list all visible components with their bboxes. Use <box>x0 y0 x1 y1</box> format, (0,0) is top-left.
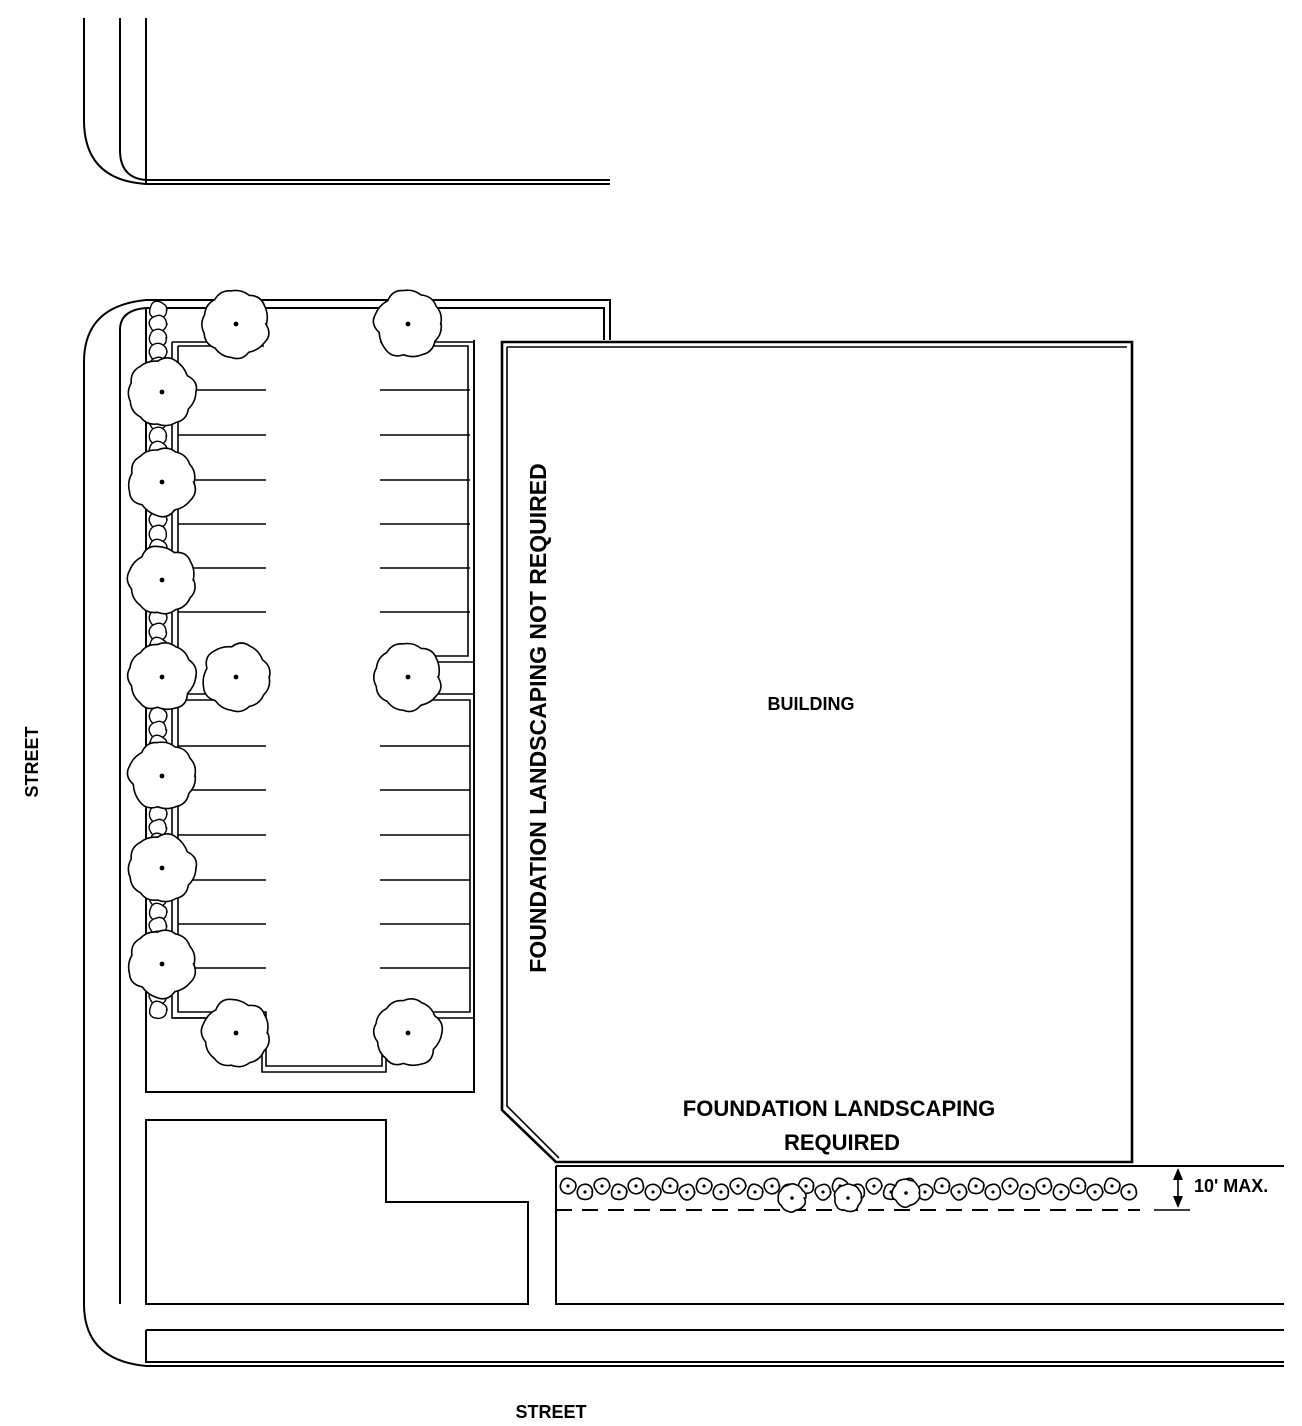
shrub-icon <box>1069 1177 1087 1195</box>
shrub-icon <box>644 1183 662 1201</box>
large-shrub-icon <box>833 1183 863 1213</box>
tree-icon <box>127 929 197 1000</box>
shrub-icon <box>933 1177 951 1195</box>
shrub-icon <box>1035 1177 1053 1195</box>
west-street-label: STREET <box>22 726 42 797</box>
large-shrub-icon <box>891 1178 921 1209</box>
shrub-icon <box>576 1183 594 1201</box>
tree-icon <box>201 289 270 360</box>
foundation-not-required-label: FOUNDATION LANDSCAPING NOT REQUIRED <box>525 463 551 972</box>
foundation-required-label-line1: FOUNDATION LANDSCAPING <box>683 1096 995 1121</box>
shrub-icon <box>729 1177 748 1195</box>
shrub-icon <box>1086 1183 1104 1201</box>
shrub-icon <box>695 1177 713 1195</box>
lower-left-parcel <box>145 1119 529 1305</box>
tree-icon <box>126 545 196 615</box>
shrub-icon <box>593 1177 612 1195</box>
foundation-required-label-line2: REQUIRED <box>784 1130 900 1155</box>
building-footprint <box>500 340 1134 1164</box>
shrub-icon <box>763 1177 781 1195</box>
shrub-icon <box>746 1183 764 1201</box>
dimension-label: 10' MAX. <box>1194 1176 1268 1196</box>
foundation-shrubs <box>559 1177 1138 1213</box>
shrub-icon <box>1120 1183 1138 1201</box>
west-street-curb <box>83 299 611 1304</box>
tree-icon <box>372 289 443 358</box>
hedge-shrub-icon <box>148 1000 168 1020</box>
shrub-icon <box>627 1177 645 1195</box>
south-street-label: STREET <box>515 1402 586 1422</box>
trees <box>126 289 444 1068</box>
shrub-icon <box>661 1177 679 1194</box>
shrub-icon <box>1103 1177 1121 1195</box>
shrub-icon <box>678 1183 696 1201</box>
tree-icon <box>127 356 198 427</box>
tree-icon <box>202 642 271 713</box>
shrub-icon <box>1052 1183 1070 1201</box>
large-shrub-icon <box>777 1183 807 1213</box>
tree-icon <box>200 998 270 1068</box>
shrub-icon <box>712 1183 730 1201</box>
shrub-icon <box>967 1177 985 1195</box>
tree-icon <box>372 998 444 1067</box>
shrub-icon <box>1018 1183 1036 1201</box>
north-parcel-curb <box>83 18 610 185</box>
shrub-icon <box>814 1183 832 1201</box>
shrub-icon <box>559 1177 577 1195</box>
tree-icon <box>127 447 197 518</box>
shrub-icon <box>984 1183 1002 1201</box>
shrub-icon <box>865 1177 884 1195</box>
building-label: BUILDING <box>768 694 855 714</box>
south-street-curb <box>83 1303 1284 1367</box>
shrub-icon <box>950 1183 968 1201</box>
tree-icon <box>372 642 442 713</box>
tree-icon <box>127 832 198 903</box>
shrub-icon <box>1001 1177 1020 1195</box>
tree-icon <box>126 741 197 810</box>
tree-icon <box>126 642 198 711</box>
parking-island-outline <box>171 341 475 1073</box>
shrub-icon <box>610 1183 628 1201</box>
